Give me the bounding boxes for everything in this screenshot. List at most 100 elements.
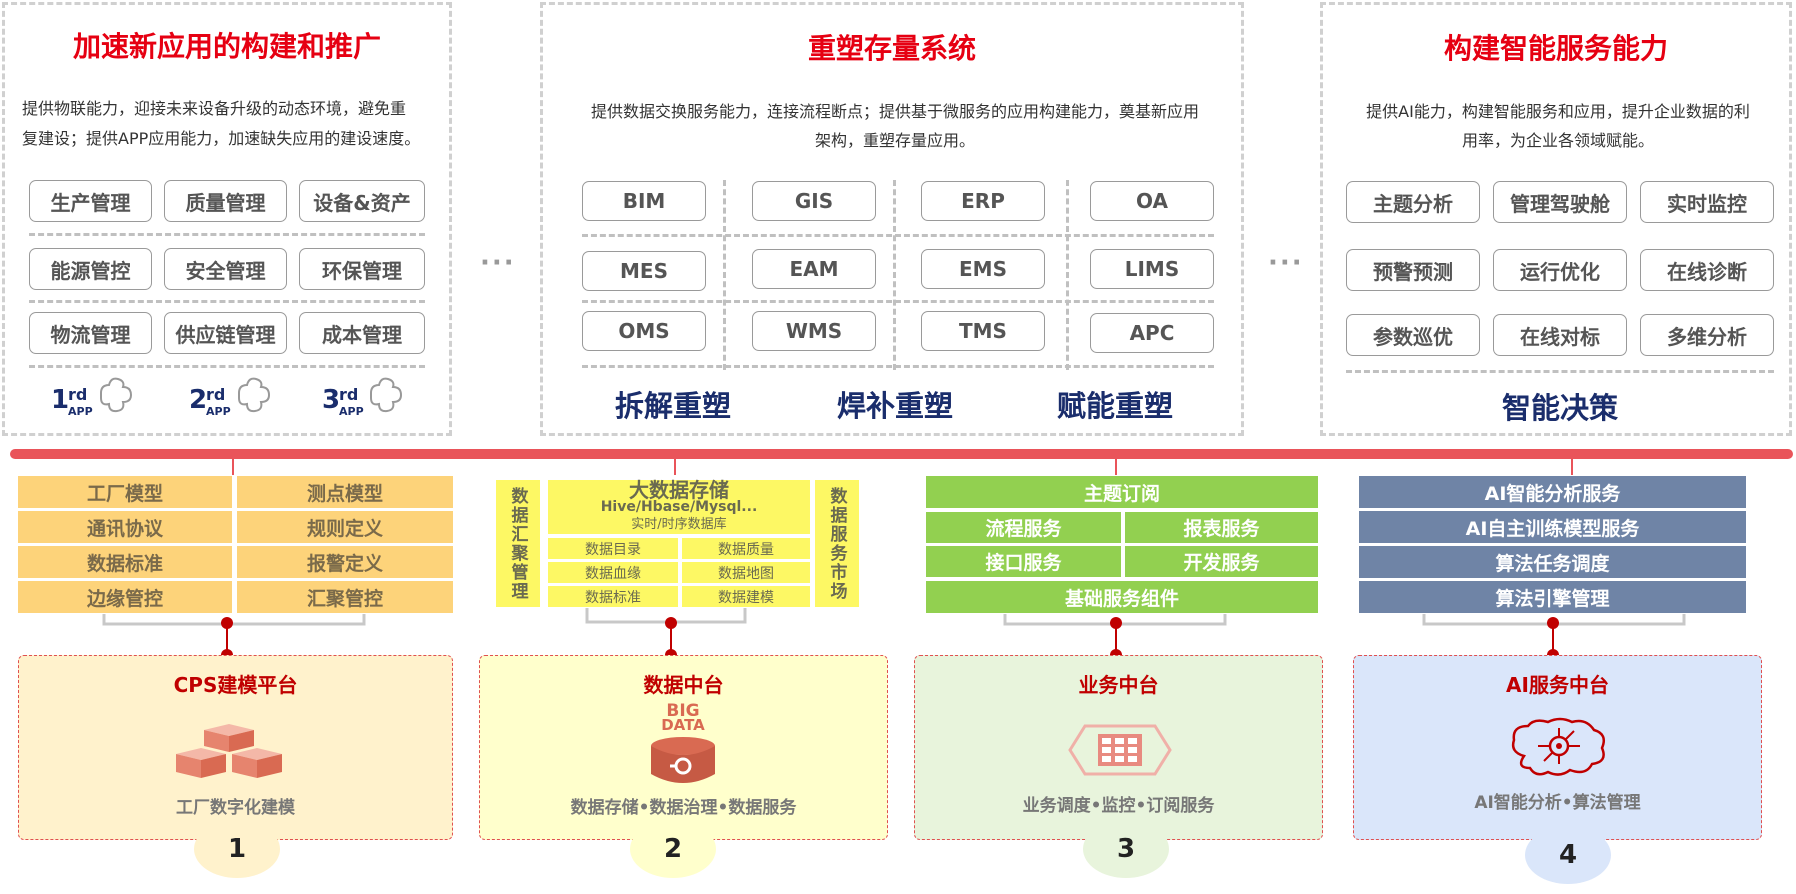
- app-number: 2: [189, 385, 208, 415]
- puzzle-icon: [100, 377, 133, 413]
- server-grid-icon: [1068, 724, 1172, 776]
- biz-topic-subscribe: 主题订阅: [926, 476, 1318, 508]
- bar-tick: [674, 459, 676, 475]
- ai-cell: AI自主训练模型服务: [1359, 511, 1746, 543]
- cps-cell: 规则定义: [237, 511, 453, 543]
- cps-cell: 报警定义: [237, 546, 453, 578]
- smart-decision: 智能决策: [1501, 391, 1618, 425]
- cps-cell: 测点模型: [237, 476, 453, 508]
- platform-business: 业务中台 业务调度•监控•订阅服务: [914, 655, 1323, 840]
- ai-cell: 算法任务调度: [1359, 546, 1746, 578]
- divider: [29, 233, 425, 236]
- biz-cell: 开发服务: [1125, 546, 1318, 577]
- chip-environment: 环保管理: [299, 248, 425, 290]
- step-badge: 3: [1083, 820, 1169, 878]
- app-suffix: rd: [68, 385, 88, 404]
- panel-title: 重塑存量系统: [807, 32, 976, 65]
- divider: [893, 180, 896, 370]
- panel-new-app: 加速新应用的构建和推广 提供物联能力，迎接未来设备升级的动态环境，避免重 复建设…: [2, 2, 452, 436]
- chip-oms: OMS: [582, 311, 706, 351]
- platform-title: CPS建模平台: [173, 673, 298, 697]
- chip-online-diagnosis: 在线诊断: [1640, 249, 1774, 291]
- chip-run-optimize: 运行优化: [1493, 249, 1627, 291]
- chip-safety: 安全管理: [164, 248, 287, 290]
- chip-quality: 质量管理: [164, 180, 287, 222]
- ellipsis-right: ···: [1268, 248, 1304, 278]
- panel-intelligent-service: 构建智能服务能力 提供AI能力，构建智能服务和应用，提升企业数据的利 用率，为企…: [1320, 2, 1792, 436]
- app-label: APP: [339, 405, 364, 418]
- cps-cell: 汇聚管控: [237, 581, 453, 613]
- biz-cell: 流程服务: [926, 512, 1121, 543]
- divider: [29, 300, 425, 303]
- platform-title: 业务中台: [1078, 673, 1159, 697]
- chip-gis: GIS: [752, 181, 876, 221]
- data-collect-vertical: 数据汇聚管理: [496, 480, 540, 607]
- panel-title: 构建智能服务能力: [1443, 32, 1668, 65]
- timeline-bar: [10, 449, 1793, 459]
- ai-cell: AI智能分析服务: [1359, 476, 1746, 508]
- chip-production: 生产管理: [29, 180, 152, 222]
- platform-data: 数据中台 BIG DATA 数据存储•数据治理•数据服务: [479, 655, 888, 840]
- step-badge: 4: [1525, 826, 1611, 884]
- panel-desc-line1: 提供物联能力，迎接未来设备升级的动态环境，避免重: [22, 99, 407, 118]
- cps-cell: 通讯协议: [18, 511, 232, 543]
- bigdata-storage-header: 大数据存储 Hive/Hbase/Mysql... 实时/时序数据库: [548, 480, 810, 534]
- logo-data: DATA: [661, 716, 705, 734]
- database-icon: [651, 737, 715, 783]
- cube-blocks-icon: [176, 724, 282, 778]
- connector-dot: [665, 617, 677, 629]
- bar-tick: [232, 459, 234, 475]
- bigdata-storage-title: 大数据存储: [629, 477, 729, 502]
- panel-desc-line2: 架构，重塑存量应用。: [814, 131, 975, 150]
- divider: [29, 365, 425, 368]
- chip-warning-forecast: 预警预测: [1346, 249, 1480, 291]
- data-cell: 数据目录: [548, 538, 678, 559]
- chip-bim: BIM: [582, 181, 706, 221]
- logo-big: BIG: [666, 701, 700, 721]
- panel-desc-line2: 复建设；提供APP应用能力，加速缺失应用的建设速度。: [22, 129, 421, 148]
- app-number: 3: [322, 385, 341, 415]
- bigdata-logo-text: BIG DATA: [638, 701, 728, 734]
- connector-dot: [221, 617, 233, 629]
- divider: [582, 365, 1214, 368]
- divider: [723, 180, 726, 370]
- reshape-empower: 赋能重塑: [1056, 389, 1173, 423]
- connector-dot: [1110, 617, 1122, 629]
- chip-topic-analysis: 主题分析: [1346, 181, 1480, 223]
- platform-subtitle: AI智能分析•算法管理: [1474, 793, 1641, 813]
- puzzle-icon: [370, 377, 403, 413]
- cps-cell: 数据标准: [18, 546, 232, 578]
- app-number: 1: [51, 385, 70, 415]
- app-2: 2 rd APP: [189, 385, 239, 421]
- chip-tms: TMS: [921, 311, 1045, 351]
- bigdata-storage-db: 实时/时序数据库: [631, 516, 727, 532]
- step-badge: 1: [194, 820, 280, 878]
- chip-supply-chain: 供应链管理: [164, 312, 287, 354]
- chip-online-benchmark: 在线对标: [1493, 314, 1627, 356]
- panel-desc-line1: 提供数据交换服务能力，连接流程断点；提供基于微服务的应用构建能力，奠基新应用: [590, 102, 1199, 121]
- cps-cell: 边缘管控: [18, 581, 232, 613]
- biz-cell: 报表服务: [1125, 512, 1318, 543]
- panel-reshape-legacy: 重塑存量系统 提供数据交换服务能力，连接流程断点；提供基于微服务的应用构建能力，…: [540, 2, 1244, 436]
- cps-cell: 工厂模型: [18, 476, 232, 508]
- reshape-weld: 焊补重塑: [836, 389, 953, 423]
- panel-desc-line1: 提供AI能力，构建智能服务和应用，提升企业数据的利: [1366, 102, 1750, 121]
- app-label: APP: [206, 405, 231, 418]
- chip-multidim-analysis: 多维分析: [1640, 314, 1774, 356]
- chip-cost: 成本管理: [299, 312, 425, 354]
- panel-desc-line2: 用率，为企业各领域赋能。: [1461, 131, 1654, 150]
- platform-title: 数据中台: [643, 673, 724, 697]
- ai-cell: 算法引擎管理: [1359, 581, 1746, 613]
- app-3: 3 rd APP: [322, 385, 372, 421]
- platform-subtitle: 数据存储•数据治理•数据服务: [570, 798, 797, 818]
- bigdata-logo: BIG DATA: [638, 701, 728, 788]
- connector-dot: [1547, 617, 1559, 629]
- chip-logistics: 物流管理: [29, 312, 152, 354]
- chip-oa: OA: [1090, 181, 1214, 221]
- data-cell: 数据建模: [682, 586, 810, 607]
- platform-subtitle: 工厂数字化建模: [176, 798, 295, 818]
- platform-cps: CPS建模平台 工厂数字化建模: [18, 655, 453, 840]
- platform-title: AI服务中台: [1506, 673, 1609, 697]
- data-cell: 数据质量: [682, 538, 810, 559]
- chip-apc: APC: [1090, 313, 1214, 353]
